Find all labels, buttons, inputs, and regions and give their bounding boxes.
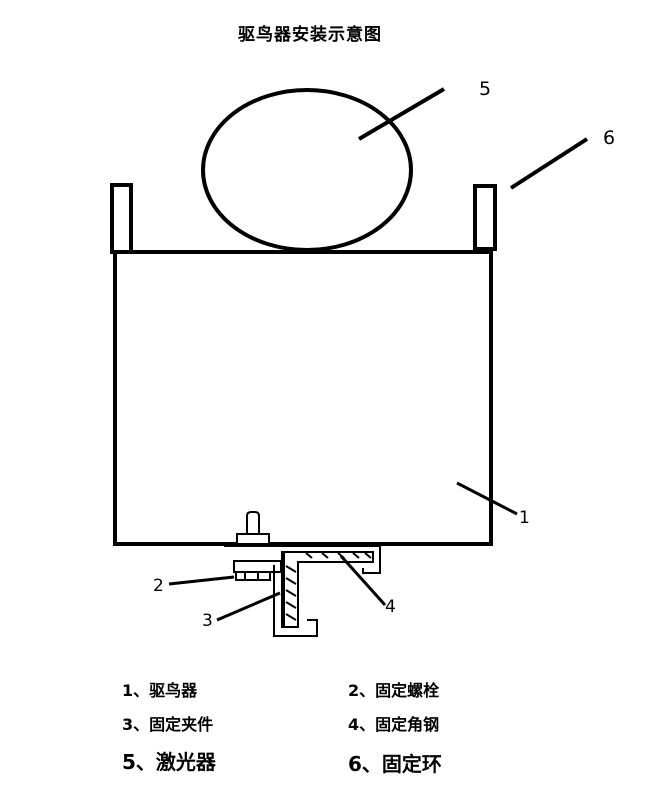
leader-line-6 xyxy=(509,137,589,190)
leader-line-4 xyxy=(339,554,387,607)
legend-item-6: 6、固定环 xyxy=(348,752,442,776)
leader-line-5 xyxy=(357,87,446,141)
fixing-ring-right xyxy=(473,184,497,251)
fixing-angle-steel xyxy=(283,551,374,628)
legend-item-5: 5、激光器 xyxy=(122,750,216,774)
leader-line-3 xyxy=(216,591,281,622)
callout-2: 2 xyxy=(153,576,164,596)
fixing-ring-left xyxy=(110,183,133,254)
leader-line-1 xyxy=(456,481,518,516)
callout-5: 5 xyxy=(479,78,492,100)
diagram-title: 驱鸟器安装示意图 xyxy=(238,25,382,45)
fixing-clip xyxy=(224,545,381,637)
fixing-bolt xyxy=(233,511,282,581)
callout-4: 4 xyxy=(385,597,396,617)
callout-3: 3 xyxy=(202,611,213,631)
legend-item-1: 1、驱鸟器 xyxy=(122,681,198,700)
laser-ellipse xyxy=(201,88,413,252)
legend-item-2: 2、固定螺栓 xyxy=(348,681,440,700)
leader-line-2 xyxy=(168,575,235,586)
bird-repeller-box xyxy=(113,250,493,546)
legend-item-3: 3、固定夹件 xyxy=(122,715,214,734)
callout-1: 1 xyxy=(519,508,530,528)
legend-item-4: 4、固定角钢 xyxy=(348,715,440,734)
callout-6: 6 xyxy=(603,127,616,149)
